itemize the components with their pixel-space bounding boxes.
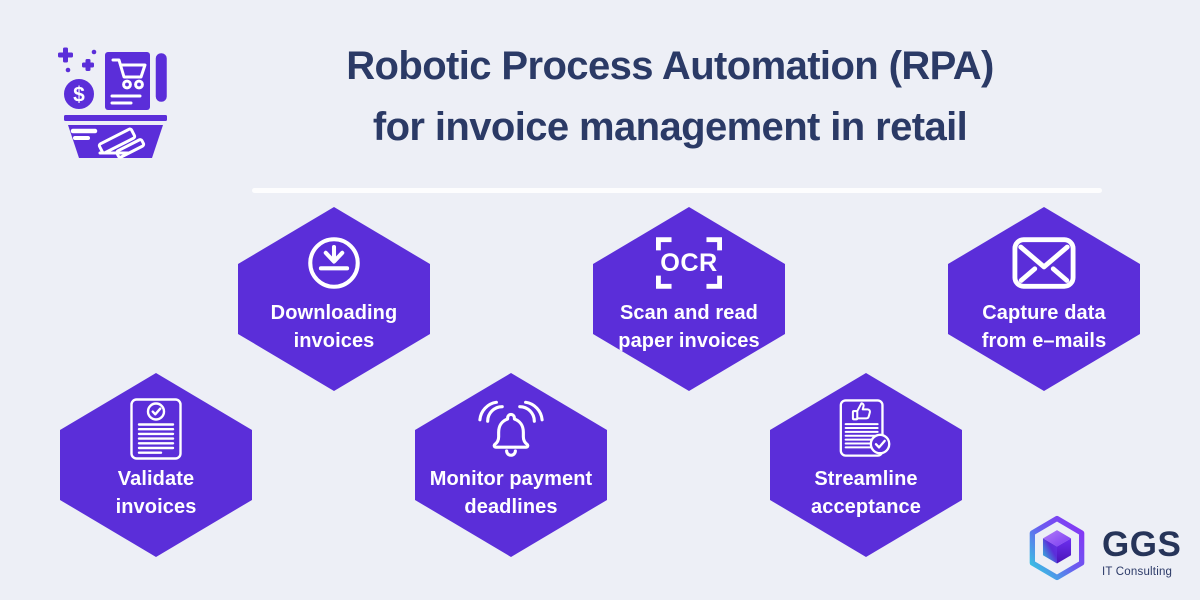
basket-papers-glyph: [70, 127, 146, 159]
hexagon-label-line: invoices: [115, 496, 197, 518]
hexagon-validate-invoices: Validate invoices: [60, 373, 252, 557]
download-icon: [308, 237, 360, 289]
hexagon-label-line: paper invoices: [618, 330, 760, 352]
document-checkmark-icon: [130, 398, 182, 460]
hexagon-label-line: Streamline: [814, 468, 918, 490]
title-line-2: for invoice management in retail: [372, 105, 968, 149]
ggs-logo: GGS IT Consulting: [1028, 514, 1181, 582]
hexagon-label-line: acceptance: [811, 496, 921, 518]
hexagon-label-line: deadlines: [464, 496, 558, 518]
title-divider: [252, 188, 1102, 193]
hexagon-label-line: Downloading: [270, 302, 398, 324]
hexagon-label: Capture data from e–mails: [982, 299, 1107, 355]
hexagon-streamline-acceptance: Streamline acceptance: [770, 373, 962, 557]
hexagon-label-line: Capture data: [982, 302, 1106, 324]
hexagon-label-line: Monitor payment: [429, 468, 593, 490]
hexagon-label-line: Scan and read: [619, 302, 759, 324]
hexagon-label: Scan and read paper invoices: [618, 299, 759, 355]
ocr-text: OCR: [660, 249, 718, 277]
hexagon-capture-data-emails: Capture data from e–mails: [948, 207, 1140, 391]
title-line-1: Robotic Process Automation (RPA): [346, 44, 994, 88]
hexagon-downloading-invoices: Downloading invoices: [238, 207, 430, 391]
document-thumbs-up-check-icon: [839, 399, 891, 457]
ringing-bell-icon: [478, 400, 544, 457]
ocr-scan-frame-icon: OCR: [656, 237, 722, 289]
hexagon-label-line: from e–mails: [981, 330, 1107, 352]
hexagon-monitor-payment-deadlines: Monitor payment deadlines: [415, 373, 607, 557]
cart-glyph: [110, 58, 147, 105]
logo-name: GGS: [1102, 525, 1182, 564]
hexagon-label: Monitor payment deadlines: [430, 465, 593, 521]
retail-invoice-basket-icon: $: [58, 47, 170, 159]
hexagon-label-line: Validate: [117, 468, 195, 490]
hexagon-label: Streamline acceptance: [811, 465, 921, 521]
hexagon-scan-read-paper-invoices: OCR Scan and read paper invoices: [593, 207, 785, 391]
hexagon-label: Downloading invoices: [271, 299, 398, 355]
hexagon-label-line: invoices: [293, 330, 375, 352]
dollar-glyph: $: [73, 84, 85, 107]
hexagon-label: Validate invoices: [116, 465, 197, 521]
envelope-icon: [1012, 237, 1076, 289]
ggs-cube-hexagon-logo: [1029, 515, 1085, 581]
page-title: Robotic Process Automation (RPA) for inv…: [225, 36, 1115, 158]
logo-subtitle: IT Consulting: [1102, 566, 1173, 578]
